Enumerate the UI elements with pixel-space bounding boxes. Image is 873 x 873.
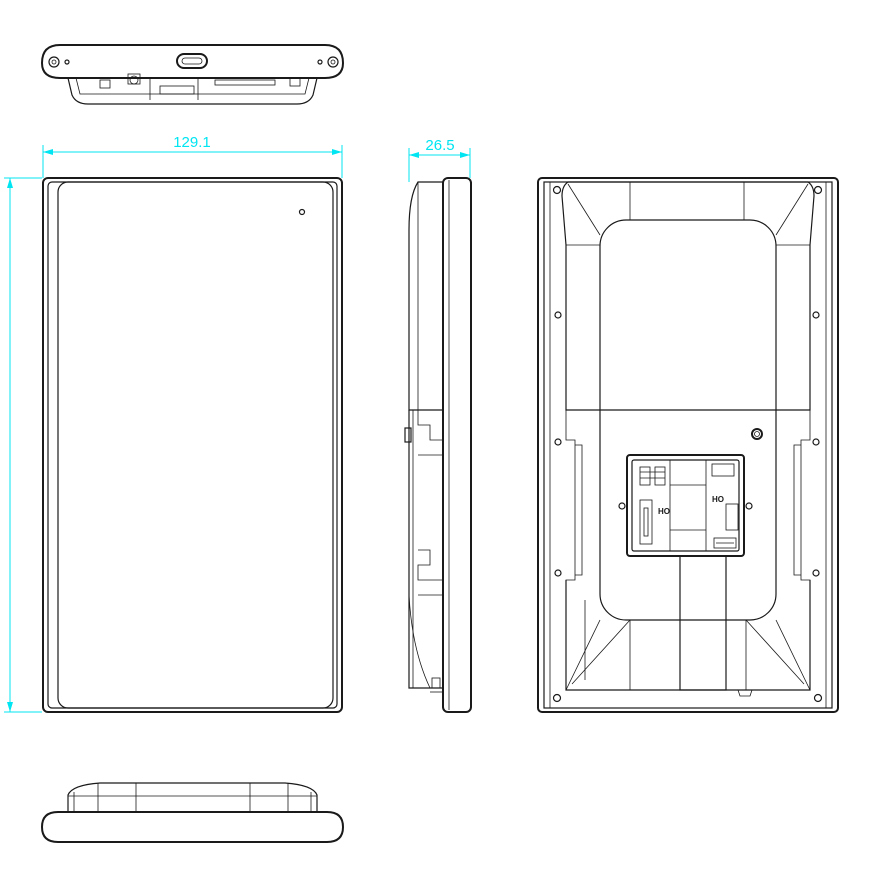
depth-dimension: 26.5	[408, 137, 471, 182]
corner-screw	[813, 185, 823, 195]
side-screw	[812, 438, 820, 446]
side-view	[404, 177, 472, 713]
bottom-view	[40, 782, 345, 843]
side-screw	[554, 311, 562, 319]
housing-screw	[745, 502, 753, 510]
connector-housing	[626, 454, 745, 557]
screw-hole	[327, 56, 339, 68]
side-screw	[554, 438, 562, 446]
width-label: 129.1	[173, 134, 211, 151]
top-view	[40, 44, 345, 105]
housing-screw	[618, 502, 626, 510]
left-port-label: HO	[658, 507, 670, 516]
height-dimension	[4, 177, 42, 713]
indicator-hole	[751, 428, 763, 440]
front-view	[42, 177, 343, 713]
corner-screw	[552, 693, 562, 703]
screw-hole	[48, 56, 60, 68]
width-dimension: 129.1	[42, 134, 343, 178]
corner-screw	[552, 185, 562, 195]
depth-label: 26.5	[425, 137, 454, 154]
side-screw	[812, 569, 820, 577]
corner-screw	[813, 693, 823, 703]
usb-c-port-icon	[176, 53, 208, 69]
right-port-label: HO	[712, 495, 724, 504]
rear-view: HO HO	[537, 177, 839, 713]
sensor-dot	[298, 208, 306, 216]
side-screw	[554, 569, 562, 577]
side-screw	[812, 311, 820, 319]
